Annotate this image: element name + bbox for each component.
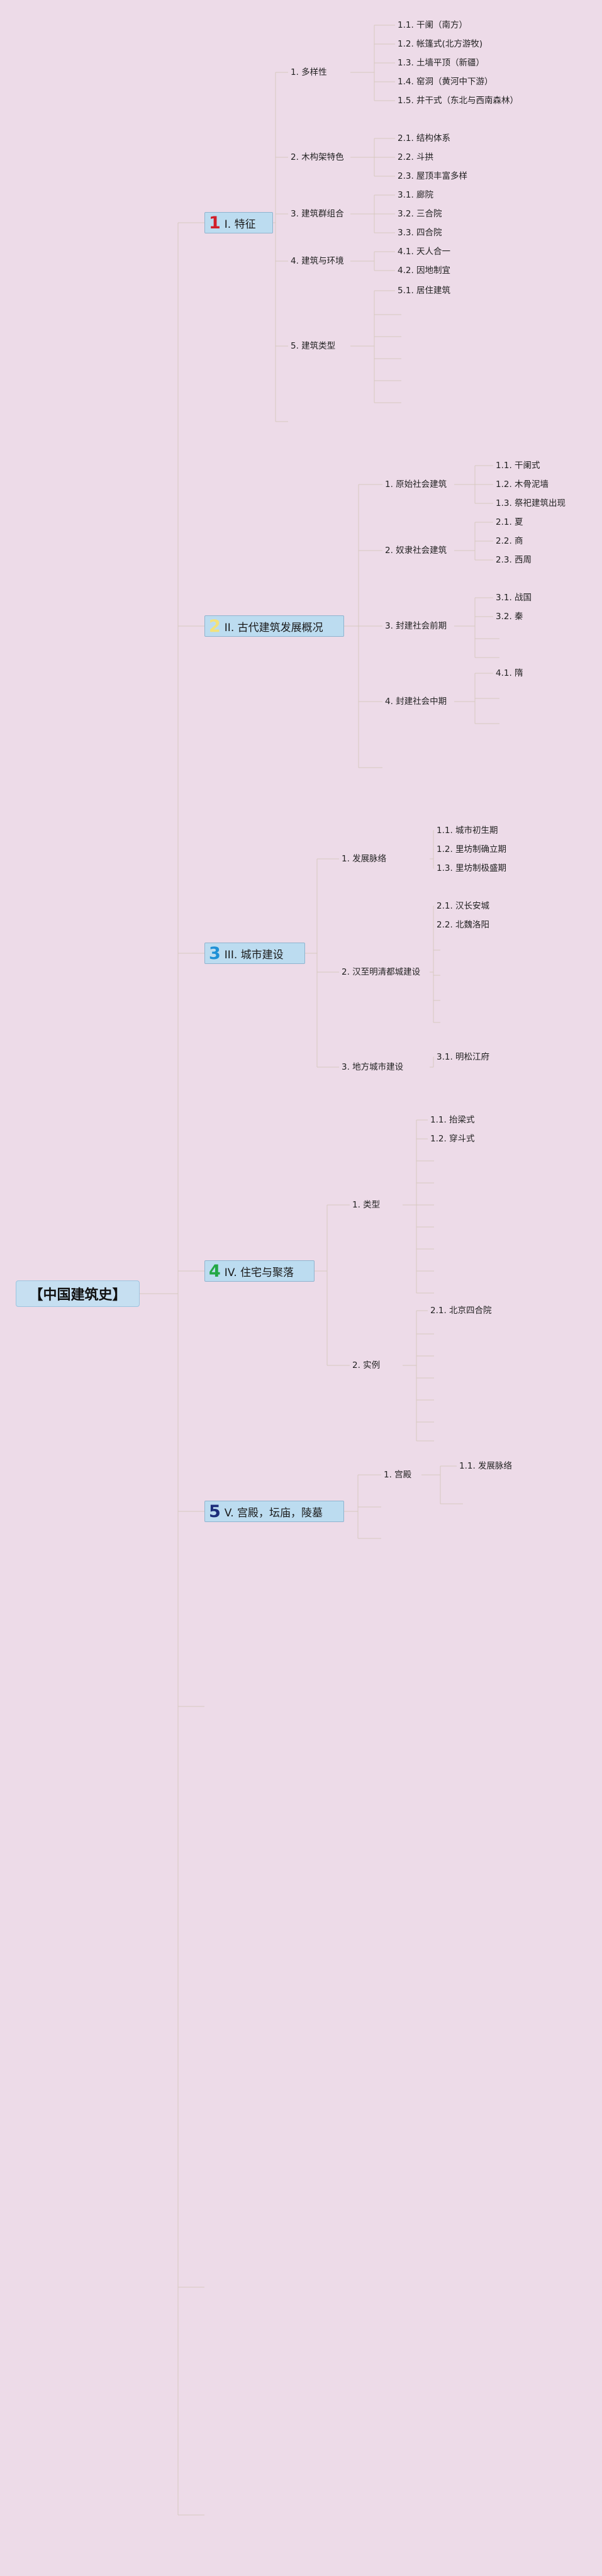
subtopic-node[interactable]: 4.1. 隋 (496, 668, 523, 678)
subtopic-node[interactable]: 2.3. 屋顶丰富多样 (398, 171, 468, 181)
topic-node[interactable]: 3. 建筑群组合 (291, 209, 344, 219)
chapter-label: IV. 住宅与聚落 (224, 1266, 294, 1279)
topic-node[interactable]: 1. 原始社会建筑 (385, 479, 447, 490)
topic-node[interactable]: 2. 实例 (352, 1360, 381, 1370)
subtopic-node[interactable]: 1.3. 里坊制极盛期 (437, 863, 507, 873)
root-node[interactable]: 【中国建筑史】 (16, 1280, 140, 1307)
subtopic-node[interactable]: 1.2. 帐篷式(北方游牧) (398, 39, 483, 49)
topic-node[interactable]: 1. 类型 (352, 1200, 381, 1210)
subtopic-node[interactable]: 2.1. 北京四合院 (430, 1306, 492, 1316)
chapter-number-icon: 1 (209, 213, 221, 233)
topic-node[interactable]: 3. 封建社会前期 (385, 621, 447, 631)
topic-node[interactable]: 1. 多样性 (291, 67, 327, 77)
topic-node[interactable]: 4. 建筑与环境 (291, 256, 344, 266)
topic-node[interactable]: 2. 汉至明清都城建设 (342, 967, 421, 977)
subtopic-node[interactable]: 1.1. 抬梁式 (430, 1115, 475, 1125)
chapter-number-icon: 4 (209, 1261, 221, 1281)
chapter-label: V. 宫殿，坛庙，陵墓 (224, 1506, 323, 1520)
subtopic-node[interactable]: 4.2. 因地制宜 (398, 266, 451, 276)
topic-node[interactable]: 5. 建筑类型 (291, 341, 336, 351)
chapter-label: II. 古代建筑发展概况 (224, 621, 323, 634)
subtopic-node[interactable]: 2.1. 夏 (496, 517, 523, 527)
topic-node[interactable]: 1. 宫殿 (384, 1470, 412, 1480)
subtopic-node[interactable]: 1.1. 干阑式 (496, 461, 540, 471)
subtopic-node[interactable]: 5.1. 居住建筑 (398, 286, 451, 296)
subtopic-node[interactable]: 1.2. 木骨泥墙 (496, 479, 549, 490)
topic-node[interactable]: 2. 奴隶社会建筑 (385, 546, 447, 556)
subtopic-node[interactable]: 2.2. 商 (496, 536, 523, 546)
subtopic-node[interactable]: 2.3. 西周 (496, 555, 532, 565)
subtopic-node[interactable]: 1.1. 干阑（南方） (398, 20, 468, 30)
subtopic-node[interactable]: 1.5. 井干式（东北与西南森林） (398, 96, 519, 106)
subtopic-node[interactable]: 2.2. 斗拱 (398, 152, 434, 162)
subtopic-node[interactable]: 1.1. 发展脉络 (459, 1461, 513, 1471)
subtopic-node[interactable]: 1.2. 里坊制确立期 (437, 844, 507, 854)
chapter-label: I. 特征 (224, 218, 256, 231)
subtopic-node[interactable]: 2.2. 北魏洛阳 (437, 920, 490, 930)
subtopic-node[interactable]: 3.1. 明松江府 (437, 1052, 490, 1062)
subtopic-node[interactable]: 2.1. 汉长安城 (437, 901, 490, 911)
subtopic-node[interactable]: 4.1. 天人合一 (398, 247, 451, 257)
subtopic-node[interactable]: 3.2. 三合院 (398, 209, 442, 219)
chapter-number-icon: 5 (209, 1501, 221, 1521)
subtopic-node[interactable]: 2.1. 结构体系 (398, 133, 451, 143)
subtopic-node[interactable]: 1.3. 土墙平顶（新疆） (398, 58, 485, 68)
topic-node[interactable]: 2. 木构架特色 (291, 152, 344, 162)
subtopic-node[interactable]: 1.1. 城市初生期 (437, 826, 498, 836)
subtopic-node[interactable]: 3.2. 秦 (496, 612, 523, 622)
chapter-number-icon: 3 (209, 943, 221, 963)
subtopic-node[interactable]: 3.1. 战国 (496, 593, 532, 603)
topic-node[interactable]: 4. 封建社会中期 (385, 697, 447, 707)
chapter-number-icon: 2 (209, 616, 221, 636)
topic-node[interactable]: 1. 发展脉络 (342, 854, 387, 864)
subtopic-node[interactable]: 1.4. 窑洞（黄河中下游） (398, 77, 493, 87)
subtopic-node[interactable]: 3.1. 廊院 (398, 190, 434, 200)
chapter-label: III. 城市建设 (224, 948, 284, 961)
subtopic-node[interactable]: 3.3. 四合院 (398, 228, 442, 238)
topic-node[interactable]: 3. 地方城市建设 (342, 1062, 404, 1072)
subtopic-node[interactable]: 1.2. 穿斗式 (430, 1134, 475, 1144)
subtopic-node[interactable]: 1.3. 祭祀建筑出现 (496, 498, 566, 508)
